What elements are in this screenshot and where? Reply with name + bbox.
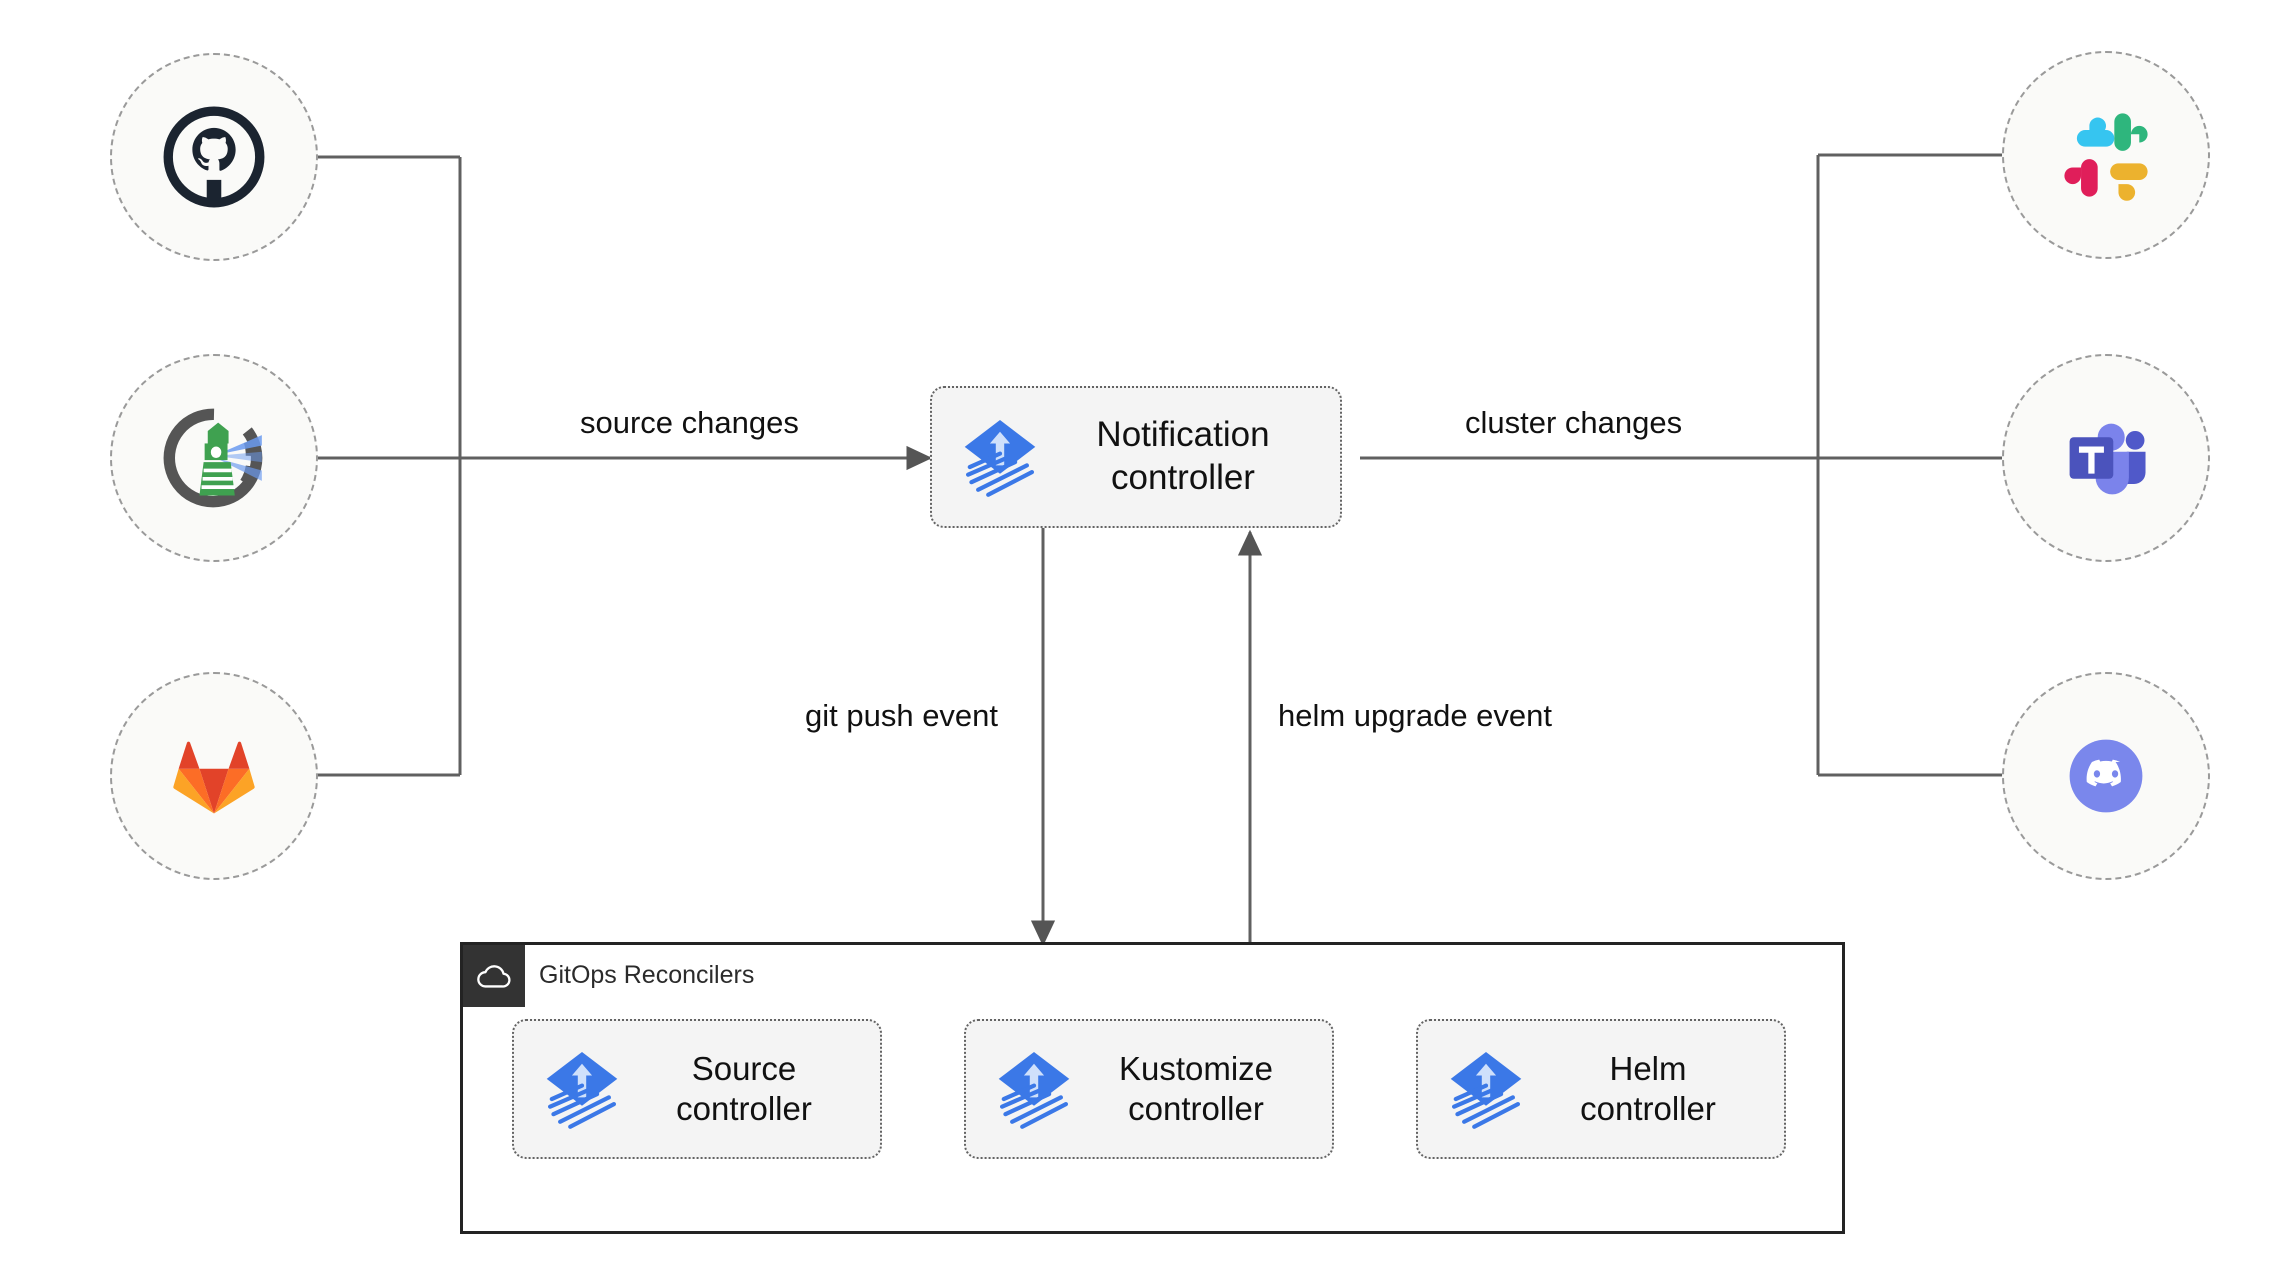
flux-lighthouse-icon xyxy=(163,408,263,508)
edge-label-git-push-event: git push event xyxy=(795,698,1009,734)
flux-controller-icon xyxy=(998,1052,1070,1129)
source-controller-label: Source controller xyxy=(676,1049,812,1127)
container-badge xyxy=(463,945,525,1007)
source-controller-node[interactable]: Source controller xyxy=(512,1019,882,1159)
github-icon xyxy=(163,106,265,208)
source-node-gitlab[interactable] xyxy=(110,672,318,880)
discord-icon xyxy=(2069,739,2143,813)
source-node-flux[interactable] xyxy=(110,354,318,562)
kustomize-controller-node[interactable]: Kustomize controller xyxy=(964,1019,1334,1159)
ms-teams-icon xyxy=(2069,423,2146,495)
flux-controller-icon xyxy=(546,1052,618,1129)
slack-icon xyxy=(2064,113,2148,201)
notification-controller-node[interactable]: Notification controller xyxy=(930,386,1342,528)
target-node-discord[interactable] xyxy=(2002,672,2210,880)
flux-controller-icon xyxy=(1450,1052,1522,1129)
edge-label-source-changes: source changes xyxy=(570,405,809,441)
notification-controller-label: Notification controller xyxy=(1096,415,1270,497)
target-node-teams[interactable] xyxy=(2002,354,2210,562)
helm-controller-label: Helm controller xyxy=(1580,1049,1716,1127)
flux-controller-icon xyxy=(964,420,1036,497)
kustomize-controller-label: Kustomize controller xyxy=(1118,1049,1274,1127)
cloud-icon xyxy=(477,965,511,988)
helm-controller-node[interactable]: Helm controller xyxy=(1416,1019,1786,1159)
container-title: GitOps Reconcilers xyxy=(539,961,755,989)
edge-label-helm-upgrade-event: helm upgrade event xyxy=(1268,698,1563,734)
source-node-github[interactable] xyxy=(110,53,318,261)
gitlab-icon xyxy=(173,741,255,814)
target-node-slack[interactable] xyxy=(2002,51,2210,259)
edge-label-cluster-changes: cluster changes xyxy=(1455,405,1693,441)
